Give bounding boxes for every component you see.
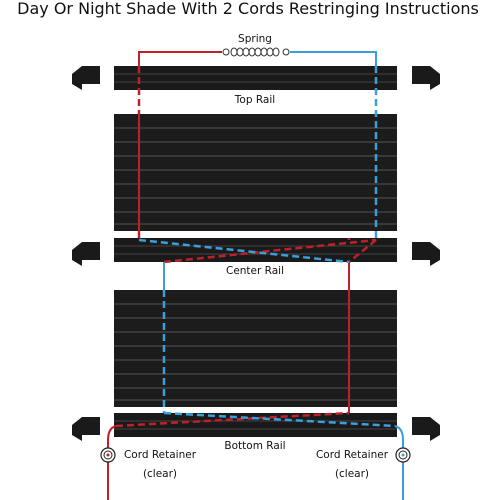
spring	[222, 47, 290, 57]
bottom-rail	[114, 413, 397, 437]
cord-retainer-left-note: (clear)	[143, 468, 177, 480]
top-rail-label: Top Rail	[234, 94, 275, 106]
center-rail-label: Center Rail	[226, 265, 284, 277]
cord-retainer-right	[395, 447, 411, 463]
bottom-rail-label: Bottom Rail	[224, 440, 285, 452]
page-title: Day Or Night Shade With 2 Cords Restring…	[17, 0, 479, 18]
cord-retainer-left	[100, 447, 116, 463]
left-clip-center	[72, 242, 100, 266]
red-cord	[107, 51, 350, 500]
cord-retainer-left-label: Cord Retainer	[124, 449, 197, 461]
left-clip-bottom	[72, 417, 100, 441]
spring-label: Spring	[238, 33, 272, 45]
right-clip-center	[412, 242, 440, 266]
red-cord-dashed	[115, 66, 377, 428]
upper-fabric-panel	[114, 114, 397, 231]
lower-fabric-panel	[114, 290, 397, 407]
cord-retainer-right-note: (clear)	[335, 468, 369, 480]
right-clip-bottom	[412, 417, 440, 441]
top-rail	[114, 66, 397, 90]
left-clip-top	[72, 66, 100, 90]
right-clip-top	[412, 66, 440, 90]
cord-retainer-right-label: Cord Retainer	[316, 449, 389, 461]
blue-cord-dashed	[138, 66, 396, 428]
